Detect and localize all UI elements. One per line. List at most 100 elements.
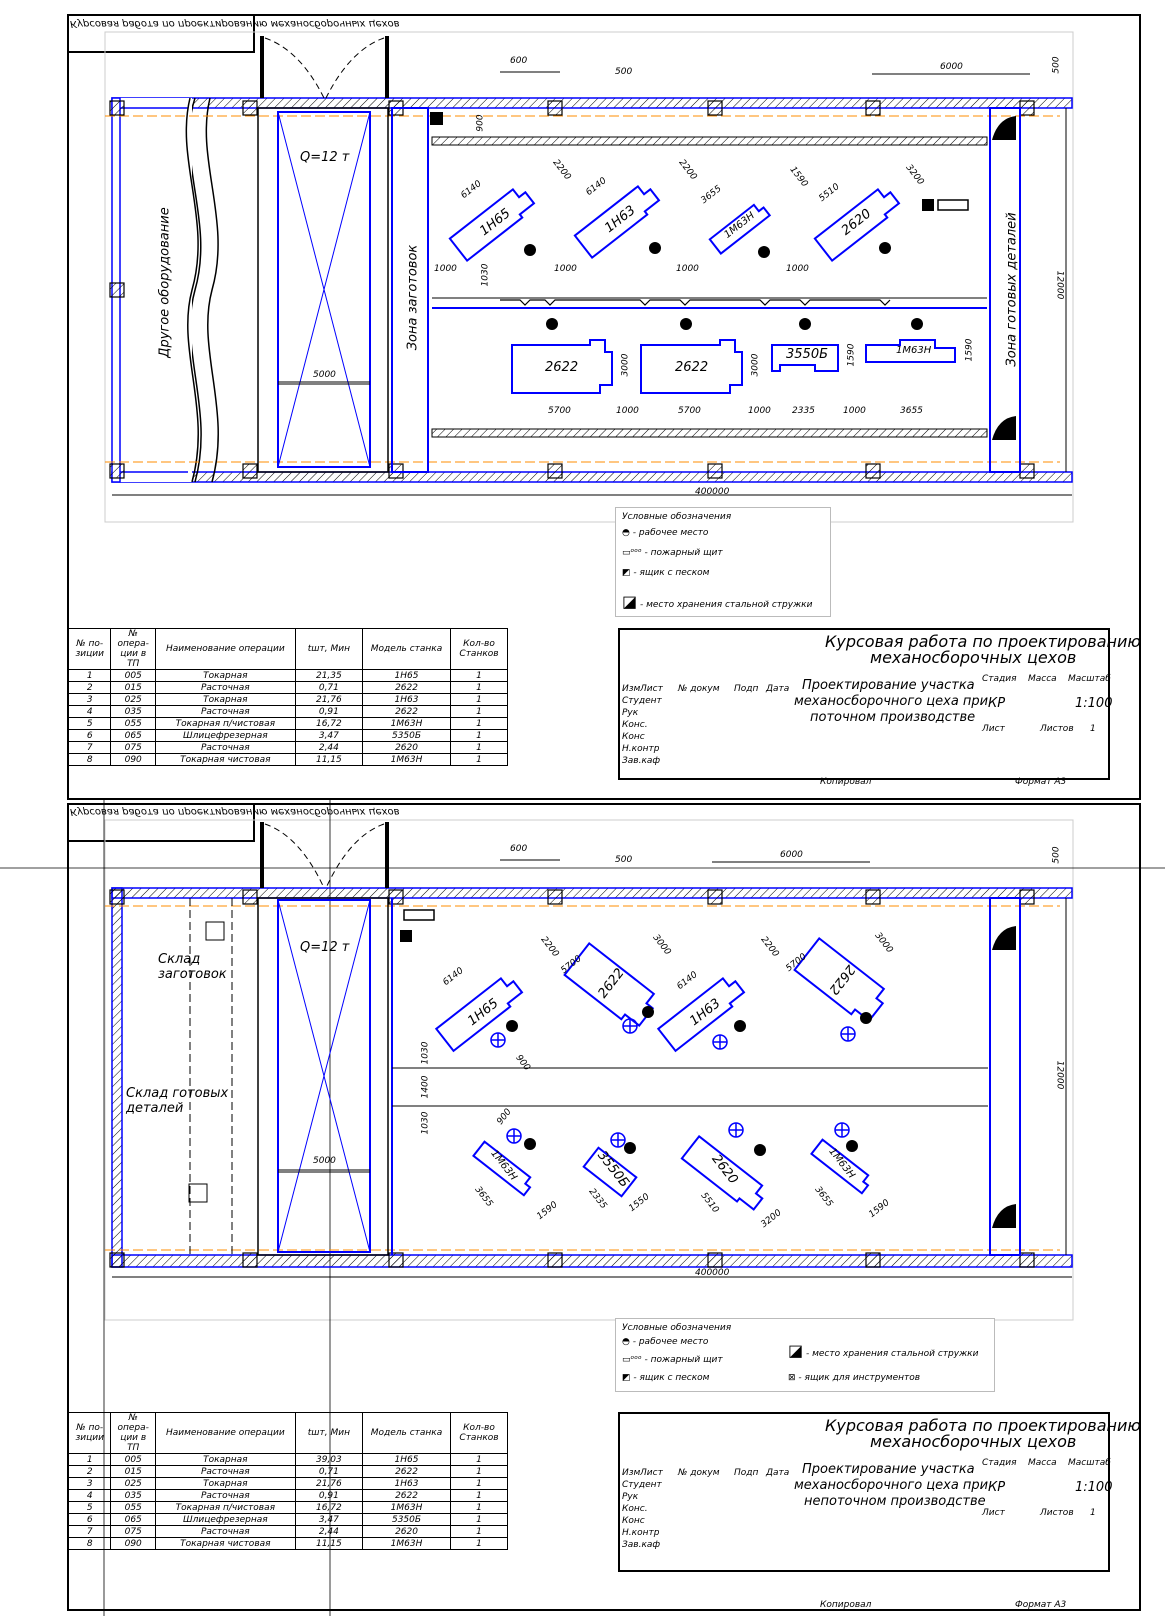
stage-header: Стадия — [982, 1458, 1017, 1468]
table-cell: 21,35 — [294, 669, 364, 682]
table-cell: 065 — [110, 729, 156, 742]
table-cell: 16,72 — [294, 1501, 364, 1514]
dim-width: 3000 — [620, 353, 631, 377]
col-date: Дата — [766, 1468, 790, 1478]
total-length: 400000 — [695, 1268, 730, 1278]
legend-item: ◓ - рабочее место — [622, 528, 709, 538]
table-cell: 2622 — [362, 1489, 452, 1502]
project-name: Проектирование участка — [802, 678, 975, 693]
table-cell: 035 — [110, 1489, 156, 1502]
project-name: Проектирование участка — [802, 1462, 975, 1477]
aisle-dim: 1030 — [480, 263, 491, 287]
table-cell: 3,47 — [294, 1513, 364, 1526]
gap-dim: 1000 — [434, 264, 457, 274]
table-cell: 2 — [67, 1465, 112, 1478]
dim-len: 5700 — [678, 406, 701, 416]
role-label: Конс. — [622, 720, 648, 730]
table-cell: 1 — [450, 1489, 508, 1502]
plan-bound — [104, 31, 1074, 523]
mass-header: Масса — [1028, 674, 1057, 684]
table-cell: 090 — [110, 1537, 156, 1550]
table-cell: 0,71 — [294, 681, 364, 694]
legend-item: ◩ - ящик с песком — [622, 1373, 710, 1383]
dim-len: 5700 — [548, 406, 571, 416]
operations-table: № по-зиции № опера-ции в ТП Наименование… — [67, 628, 508, 766]
mirror-title: Курсовая работа по проектированию механо… — [70, 806, 400, 817]
table-cell: Токарная — [154, 669, 296, 682]
table-cell: 3 — [67, 693, 112, 706]
scale-header: Масштаб — [1068, 1458, 1111, 1468]
legend-item: ◪ - место хранения стальной стружки — [788, 1341, 979, 1360]
dim-len: 3655 — [900, 406, 923, 416]
role-label: Зав.каф — [622, 1540, 661, 1550]
hall-width: 12000 — [1054, 1060, 1065, 1090]
legend-item: ◪ - место хранения стальной стружки — [622, 592, 813, 611]
course-title-2: механосборочных цехов — [870, 648, 1077, 667]
table-cell: 1М63Н — [362, 1537, 452, 1550]
sheets-header: Листов — [1040, 724, 1074, 734]
table-cell: 11,15 — [294, 1537, 364, 1550]
table-cell: 1 — [67, 1453, 112, 1466]
table-cell: 2 — [67, 681, 112, 694]
table-cell: 2622 — [362, 681, 452, 694]
dim-len: 2335 — [792, 406, 815, 416]
course-title: Курсовая работа по проектированию — [825, 632, 1141, 651]
table-cell: 3 — [67, 1477, 112, 1490]
dim-width: 3000 — [750, 353, 761, 377]
table-cell: 0,91 — [294, 1489, 364, 1502]
table-cell: 1М63Н — [362, 1501, 452, 1514]
gap-dim: 1000 — [786, 264, 809, 274]
table-cell: 2,44 — [294, 741, 364, 754]
table-cell: 055 — [110, 717, 156, 730]
sheets-count: 1 — [1090, 724, 1096, 734]
dim-600: 600 — [510, 844, 528, 854]
table-header: Кол-во Станков — [450, 628, 508, 670]
table-cell: 1 — [450, 1453, 508, 1466]
scale-value: 1:100 — [1075, 1480, 1113, 1495]
table-cell: 11,15 — [294, 753, 364, 766]
table-cell: 1 — [450, 1501, 508, 1514]
dim-width: 1590 — [846, 343, 857, 367]
mass-header: Масса — [1028, 1458, 1057, 1468]
table-cell: 16,72 — [294, 717, 364, 730]
gap-dim: 1000 — [843, 406, 866, 416]
col-list: Лист — [640, 684, 663, 694]
table-cell: 025 — [110, 693, 156, 706]
table-cell: 075 — [110, 741, 156, 754]
col-doc: № докум — [678, 684, 720, 694]
stage-value: КР — [988, 1480, 1006, 1495]
legend-item: ◓ - рабочее место — [622, 1337, 709, 1347]
tool-box-icon: ⊠ — [788, 1373, 796, 1383]
project-name-2: механосборочного цеха при — [794, 694, 989, 709]
layout-plan-2 — [0, 800, 1165, 1616]
table-cell: 39,03 — [294, 1453, 364, 1466]
course-title-2: механосборочных цехов — [870, 1432, 1077, 1451]
table-header: Наименование операции — [154, 628, 296, 670]
mirror-title-box — [67, 14, 255, 53]
dim-6000: 6000 — [780, 850, 803, 860]
store-finished: Склад готовых деталей — [126, 1086, 229, 1116]
scale-value: 1:100 — [1075, 696, 1113, 711]
operations-table: № по-зиции № опера-ции в ТП Наименование… — [67, 1412, 508, 1550]
table-cell: Расточная — [154, 1465, 296, 1478]
sheet-header: Лист — [982, 724, 1005, 734]
format-label: Формат А3 — [1015, 777, 1067, 787]
zone-other-equipment: Другое оборудование — [157, 207, 173, 358]
table-cell: 015 — [110, 681, 156, 694]
chip-storage-icon: ◪ — [622, 592, 638, 611]
table-cell: 2620 — [362, 1525, 452, 1538]
legend-item: ◩ - ящик с песком — [622, 568, 710, 578]
project-name-2: механосборочного цеха при — [794, 1478, 989, 1493]
zone-blanks: Зона заготовок — [405, 244, 421, 351]
copied-label: Копировал — [820, 1600, 872, 1610]
table-cell: 1 — [450, 741, 508, 754]
total-length: 400000 — [695, 487, 730, 497]
